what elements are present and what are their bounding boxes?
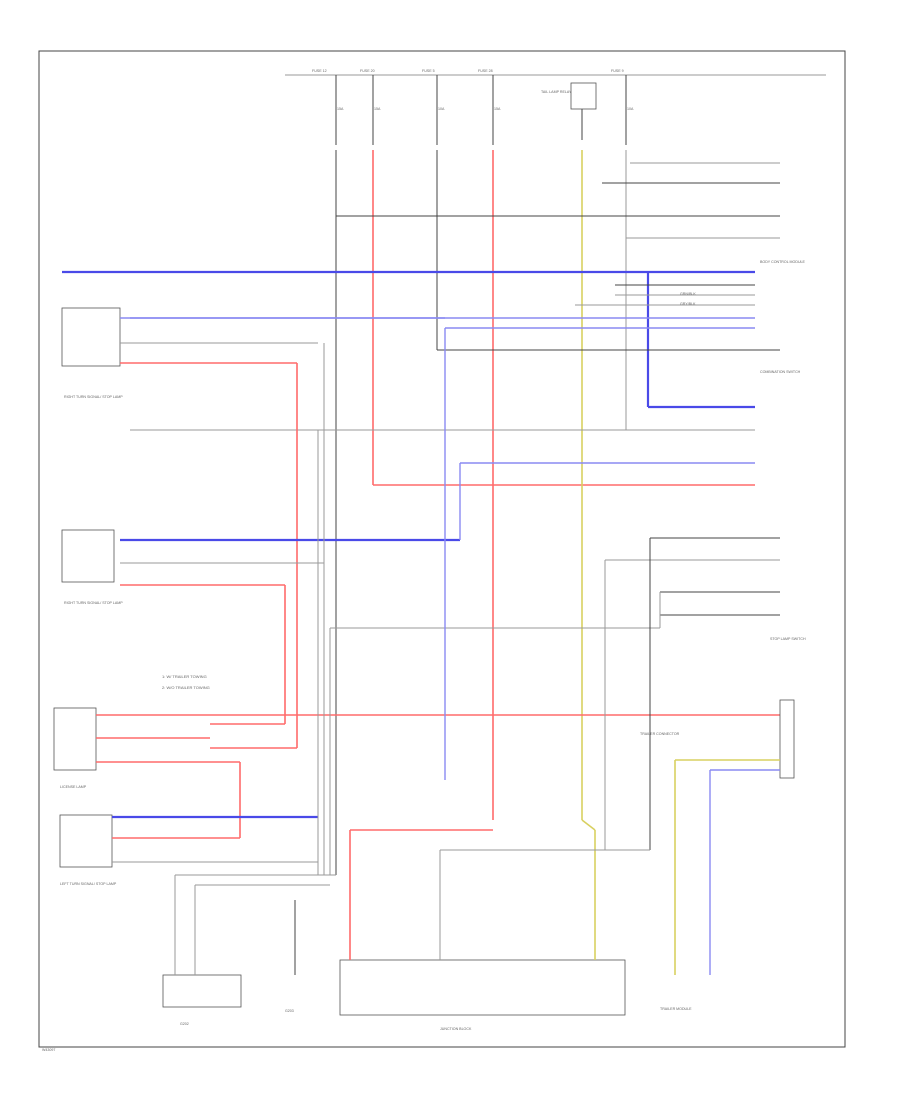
svg-text:G202: G202 — [180, 1022, 189, 1026]
fuse-1: FUSE 12 15A — [312, 69, 344, 145]
right-turn-lamp — [61, 529, 115, 583]
svg-text:FUSE 5: FUSE 5 — [422, 69, 435, 73]
svg-text:10A: 10A — [627, 107, 634, 111]
svg-text:15A: 15A — [337, 107, 344, 111]
svg-text:FUSE 9: FUSE 9 — [611, 69, 624, 73]
right-labels: BODY CONTROL MODULE COMBINATION SWITCH S… — [680, 260, 806, 641]
svg-text:BODY CONTROL MODULE: BODY CONTROL MODULE — [760, 260, 806, 264]
junction-block — [339, 959, 626, 1016]
diagram-frame — [38, 50, 846, 1048]
trailer-connector — [779, 699, 795, 779]
legend: 1: W/ TRAILER TOWING 2: W/O TRAILER TOWI… — [162, 674, 210, 690]
license-lamp — [53, 707, 97, 771]
svg-text:COMBINATION SWITCH: COMBINATION SWITCH — [760, 370, 801, 374]
svg-text:GRN/BLK: GRN/BLK — [680, 292, 696, 296]
fuse-group: FUSE 12 15A FUSE 20 15A FUSE 5 10A FUSE … — [312, 69, 634, 145]
fuse-4: FUSE 28 15A — [478, 69, 501, 145]
figure-id: W43097 — [42, 1048, 55, 1052]
svg-text:TRAILER MODULE: TRAILER MODULE — [660, 1007, 692, 1011]
svg-text:FUSE 28: FUSE 28 — [478, 69, 493, 73]
svg-text:TAIL LAMP RELAY: TAIL LAMP RELAY — [541, 90, 572, 94]
svg-text:15A: 15A — [374, 107, 381, 111]
svg-text:2: W/O TRAILER TOWING: 2: W/O TRAILER TOWING — [162, 685, 210, 690]
fuse-3: FUSE 5 10A — [422, 69, 445, 145]
svg-text:LICENSE LAMP: LICENSE LAMP — [60, 785, 87, 789]
svg-text:G203: G203 — [285, 1009, 294, 1013]
svg-text:GRY/BLK: GRY/BLK — [680, 302, 696, 306]
svg-text:15A: 15A — [494, 107, 501, 111]
fuse-2: FUSE 20 15A — [360, 69, 381, 145]
svg-text:TRAILER CONNECTOR: TRAILER CONNECTOR — [640, 732, 680, 736]
svg-text:LEFT TURN SIGNAL/ STOP LAMP: LEFT TURN SIGNAL/ STOP LAMP — [60, 882, 117, 886]
left-turn-lamp — [59, 814, 113, 868]
fuse-5: FUSE 9 10A — [611, 69, 634, 145]
svg-text:JUNCTION BLOCK: JUNCTION BLOCK — [440, 1027, 472, 1031]
svg-text:1: W/ TRAILER TOWING: 1: W/ TRAILER TOWING — [162, 674, 207, 679]
tail-lamp-relay — [570, 82, 597, 110]
svg-text:FUSE 12: FUSE 12 — [312, 69, 327, 73]
svg-text:FUSE 20: FUSE 20 — [360, 69, 375, 73]
ground-connector — [162, 974, 242, 1008]
right-turn-lamp-top — [61, 307, 121, 367]
svg-text:RIGHT TURN SIGNAL/ STOP LAMP: RIGHT TURN SIGNAL/ STOP LAMP — [64, 395, 123, 399]
svg-text:STOP LAMP SWITCH: STOP LAMP SWITCH — [770, 637, 806, 641]
svg-text:RIGHT TURN SIGNAL/ STOP LAMP: RIGHT TURN SIGNAL/ STOP LAMP — [64, 601, 123, 605]
svg-text:10A: 10A — [438, 107, 445, 111]
right-harness — [130, 162, 780, 616]
